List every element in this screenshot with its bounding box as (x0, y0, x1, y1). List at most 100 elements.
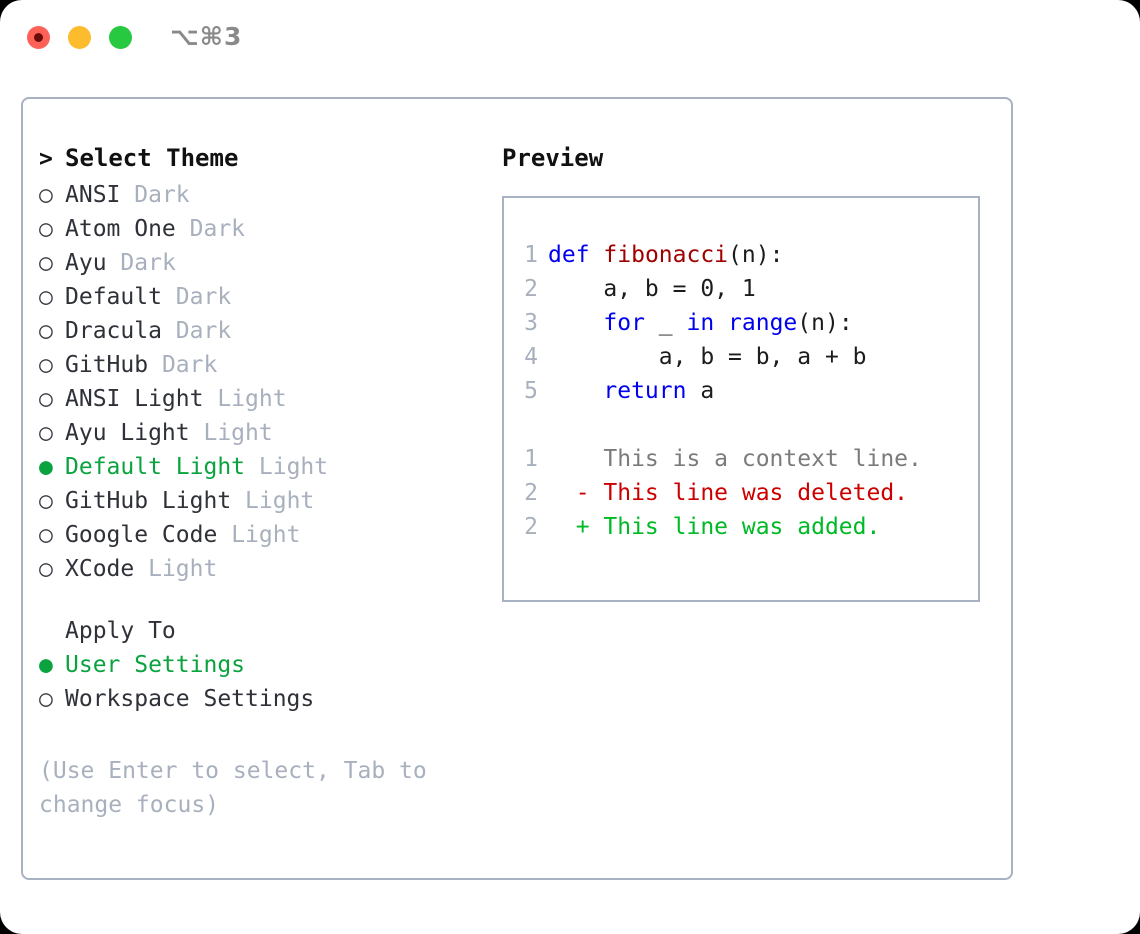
radio-unselected-icon[interactable]: ○ (39, 284, 53, 310)
diff-line-add: 2 + This line was added. (504, 514, 978, 548)
spacer (39, 590, 489, 618)
maximize-button[interactable] (109, 26, 132, 49)
radio-unselected-icon[interactable]: ○ (39, 216, 53, 242)
radio-unselected-icon[interactable]: ○ (39, 556, 53, 582)
apply-to-option-user-settings[interactable]: ● User Settings (39, 652, 489, 686)
radio-unselected-icon[interactable]: ○ (39, 386, 53, 412)
radio-unselected-icon[interactable]: ○ (39, 686, 53, 712)
spacer (176, 216, 190, 242)
theme-option-name: ANSI Light (65, 386, 204, 412)
preview-title: Preview (502, 144, 604, 172)
diff-text: This line was deleted. (603, 480, 909, 506)
code-token (548, 310, 603, 336)
theme-option-variant: Dark (120, 250, 176, 276)
line-number: 5 (524, 378, 538, 404)
radio-selected-icon[interactable]: ● (39, 454, 53, 480)
radio-unselected-icon[interactable]: ○ (39, 420, 53, 446)
spacer (203, 386, 217, 412)
title-bar: ⌥⌘3 (0, 0, 1140, 76)
spacer (231, 488, 245, 514)
spacer (120, 182, 134, 208)
theme-options: ○ANSI Dark○Atom One Dark○Ayu Dark○Defaul… (39, 182, 489, 590)
spacer (190, 420, 204, 446)
theme-option-name: ANSI (65, 182, 121, 208)
code-diff-separator (504, 412, 978, 446)
radio-selected-icon[interactable]: ● (39, 652, 53, 678)
spacer (162, 318, 176, 344)
theme-option-name: Ayu (65, 250, 107, 276)
apply-to-option-label: Workspace Settings (65, 686, 315, 712)
theme-option-variant: Light (203, 420, 273, 446)
code-token: return (603, 378, 687, 404)
theme-option-variant: Light (217, 386, 287, 412)
diff-line-del: 2 - This line was deleted. (504, 480, 978, 514)
code-token: a, b = b, a + b (548, 344, 867, 370)
theme-option-atom-one[interactable]: ○Atom One Dark (39, 216, 489, 250)
theme-option-name: GitHub Light (65, 488, 232, 514)
apply-to-label: Apply To (65, 618, 176, 644)
main-panel: >Select Theme ○ ANSI Dark ○ Atom One Dark ○ A… (21, 97, 1013, 880)
theme-option-google-code[interactable]: ○Google Code Light (39, 522, 489, 556)
theme-option-ayu[interactable]: ○ Ayu Dark (39, 250, 489, 284)
apply-to-options: ● User Settings ○ Workspace Settings (39, 652, 489, 720)
theme-option-ayu-light[interactable]: ○ Ayu Light Light (39, 420, 489, 454)
apply-to-option-label: User Settings (65, 652, 246, 678)
theme-option-ansi[interactable]: ○ANSI Dark (39, 182, 489, 216)
line-number: 4 (524, 344, 538, 370)
theme-option-variant: Light (245, 488, 315, 514)
diff-text: This is a context line. (603, 446, 922, 472)
select-theme-header: >Select Theme (39, 144, 489, 182)
line-number: 2 (524, 514, 538, 540)
minimize-button[interactable] (68, 26, 91, 49)
code-line: 3 for _ in range(n): (504, 310, 978, 344)
radio-unselected-icon[interactable]: ○ (39, 522, 53, 548)
code-token: _ (644, 310, 687, 336)
line-number: 2 (524, 276, 538, 302)
radio-unselected-icon[interactable]: ○ (39, 318, 53, 344)
radio-unselected-icon[interactable]: ○ (39, 488, 53, 514)
theme-option-variant: Dark (175, 284, 232, 310)
theme-option-variant: Dark (175, 318, 232, 344)
spacer (162, 284, 176, 310)
spacer (217, 522, 231, 548)
radio-unselected-icon[interactable]: ○ (39, 250, 53, 276)
theme-option-name: Atom One (65, 216, 176, 242)
line-number: 1 (524, 446, 538, 472)
radio-unselected-icon[interactable]: ○ (39, 352, 53, 378)
theme-option-name: GitHub (65, 352, 149, 378)
diff-sign (548, 446, 603, 472)
spacer (148, 352, 162, 378)
code-line: 2 a, b = 0, 1 (504, 276, 978, 310)
code-token (590, 242, 604, 268)
theme-option-dracula[interactable]: ○Dracula Dark (39, 318, 489, 352)
line-number: 2 (524, 480, 538, 506)
theme-option-default-light[interactable]: ●Default Light Light (39, 454, 489, 488)
theme-list-column: >Select Theme ○ ANSI Dark ○ Atom One Dark ○ A… (39, 144, 489, 822)
spacer (245, 454, 259, 480)
theme-option-xcode[interactable]: ○XCode Light (39, 556, 489, 590)
theme-option-github[interactable]: ○GitHub Dark (39, 352, 489, 386)
code-token (548, 378, 603, 404)
code-line: 4 a, b = b, a + b (504, 344, 978, 378)
code-line: 5 return a (504, 378, 978, 412)
line-number: 1 (524, 242, 538, 268)
theme-option-default[interactable]: ○Default Dark (39, 284, 489, 318)
code-token: (n): (797, 310, 853, 336)
line-number: 3 (524, 310, 538, 336)
apply-to-option-workspace-settings[interactable]: ○ Workspace Settings (39, 686, 489, 720)
code-token: def (548, 242, 590, 268)
spacer (107, 250, 121, 276)
theme-option-name: Default Light (65, 454, 246, 480)
radio-unselected-icon[interactable]: ○ (39, 182, 53, 208)
theme-option-name: Ayu Light (65, 420, 190, 446)
theme-option-ansi-light[interactable]: ○ ANSI Light Light (39, 386, 489, 420)
close-button[interactable] (27, 26, 50, 49)
code-token: a (686, 378, 715, 404)
window-shortcut-label: ⌥⌘3 (170, 22, 243, 51)
diff-sign: + (548, 514, 604, 540)
theme-option-github-light[interactable]: ○ GitHub Light Light (39, 488, 489, 522)
